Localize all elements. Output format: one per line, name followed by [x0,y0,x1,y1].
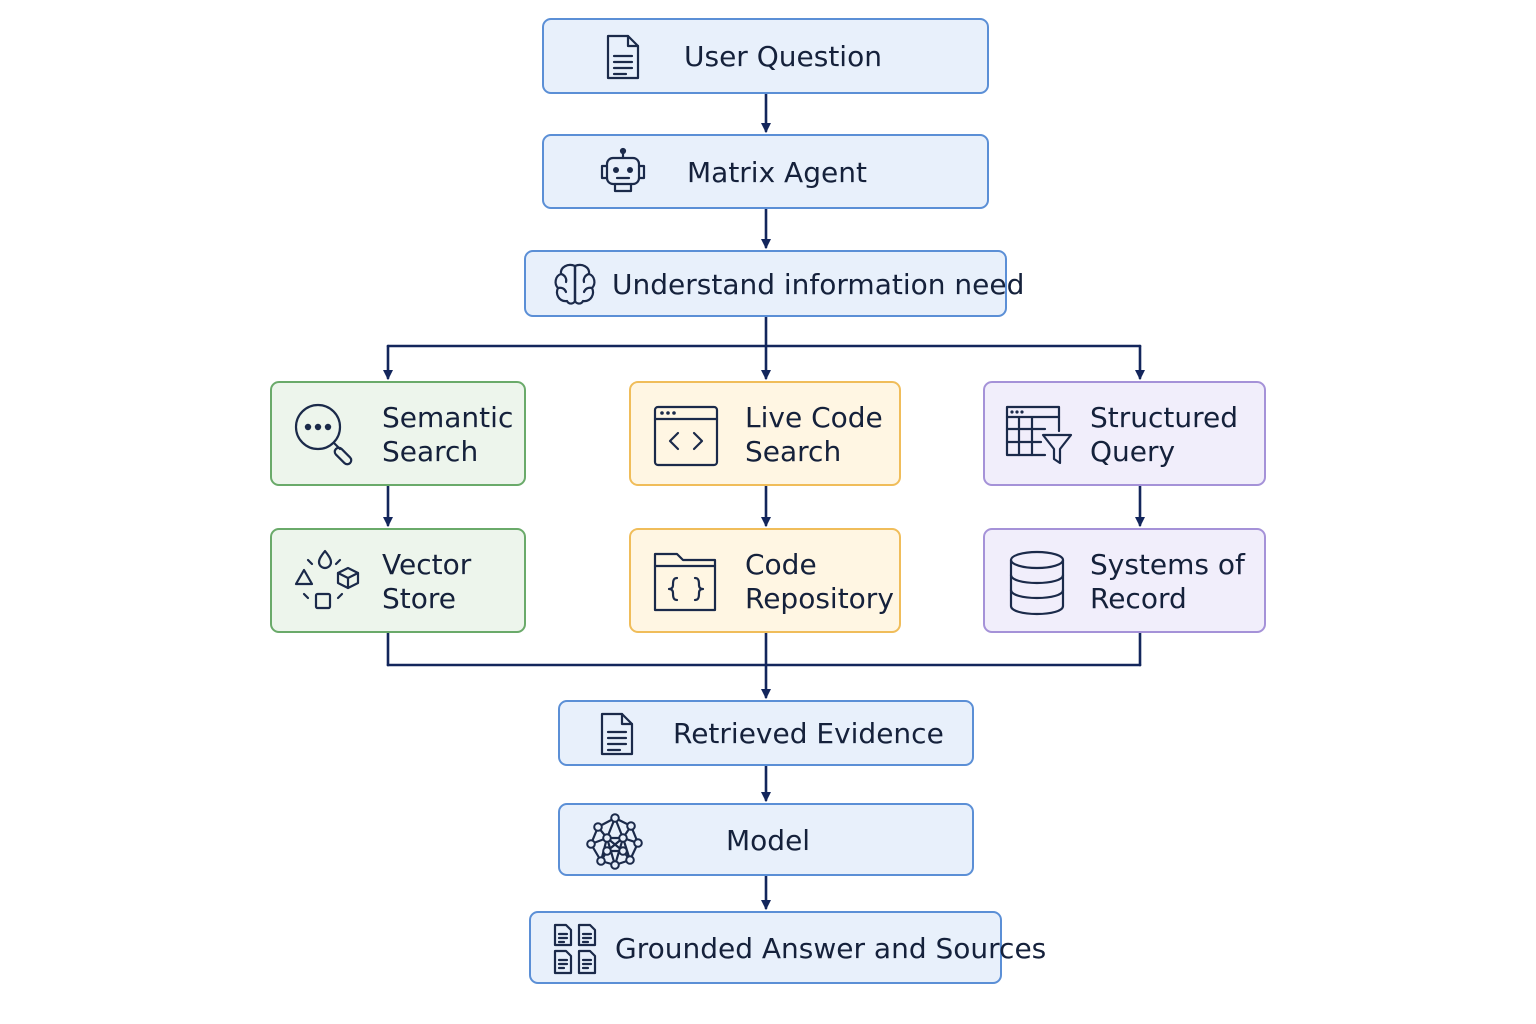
node-systems-of-record: Systems of Record [983,528,1266,633]
node-label: Understand information need [612,268,1025,301]
node-understand-information-need: Understand information need [524,250,1024,317]
node-matrix-agent: Matrix Agent [542,134,989,209]
search-chat-icon [292,401,360,467]
document-icon [602,34,644,80]
node-label: User Question [684,40,882,73]
node-label: Grounded Answer and Sources [615,932,1047,965]
node-label: Model [726,824,811,857]
node-label: Retrieved Evidence [673,717,944,750]
documents-icon [553,923,599,975]
robot-icon [597,147,649,196]
code-folder-icon [653,548,719,614]
node-structured-query: Structured Query [983,381,1266,486]
brain-icon [552,262,598,306]
node-label: Code Repository [745,548,894,615]
table-filter-icon [1005,405,1073,467]
code-window-icon [653,405,719,467]
document-icon [598,712,638,756]
node-live-code-search: Live Code Search [629,381,901,486]
node-label: Semantic Search [382,401,514,468]
node-vector-store: Vector Store [270,528,526,633]
network-icon [586,813,644,870]
node-semantic-search: Semantic Search [270,381,526,486]
node-code-repository: Code Repository [629,528,901,633]
node-label: Structured Query [1090,401,1239,468]
node-model: Model [558,803,974,876]
node-label: Systems of Record [1090,548,1245,615]
node-label: Vector Store [382,548,472,615]
node-user-question: User Question [542,18,989,94]
database-icon [1009,550,1065,616]
shapes-icon [292,548,362,614]
node-retrieved-evidence: Retrieved Evidence [558,700,974,766]
node-label: Matrix Agent [687,156,867,189]
node-grounded-answer: Grounded Answer and Sources [529,911,1046,984]
node-label: Live Code Search [745,401,883,468]
